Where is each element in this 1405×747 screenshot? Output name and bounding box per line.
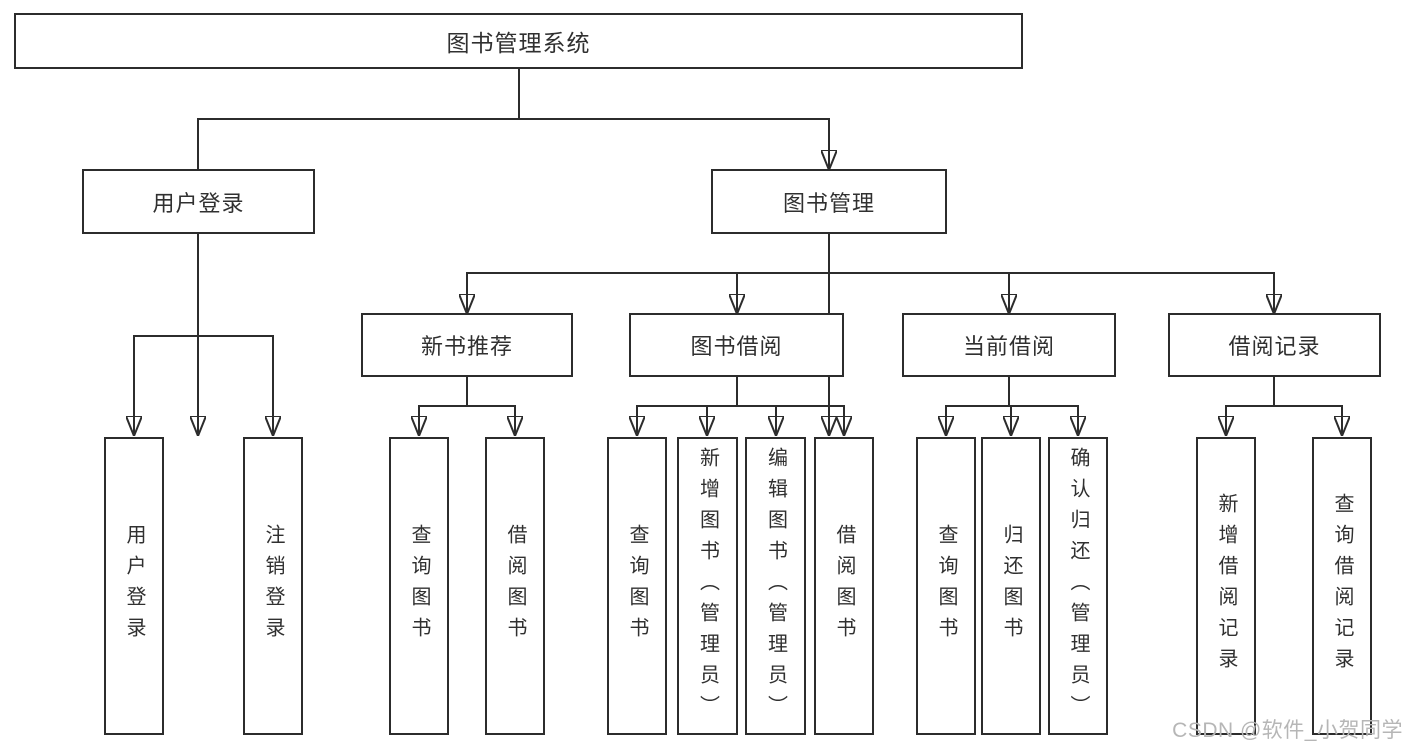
user-login-connector — [133, 234, 274, 433]
leaf-br-add-record: 新增借阅记录 — [1196, 437, 1256, 735]
leaf-cb-confirm-return-admin: 确认归还（管理员） — [1048, 437, 1108, 735]
leaf-cb-return-books: 归还图书 — [981, 437, 1041, 735]
node-new-book-recommendation: 新书推荐 — [361, 313, 573, 377]
csdn-watermark: CSDN @软件_小贺同学 — [1172, 719, 1403, 742]
leaf-bb-edit-books-admin: 编辑图书（管理员） — [745, 437, 806, 735]
leaf-nbr-query-books: 查询图书 — [389, 437, 449, 735]
current-borrow-connector — [945, 377, 1079, 433]
leaf-nbr-borrow-books: 借阅图书 — [485, 437, 545, 735]
node-root-library-system: 图书管理系统 — [14, 13, 1023, 69]
root-connector — [197, 69, 830, 433]
borrow-records-connector — [1225, 377, 1343, 433]
node-book-borrowing: 图书借阅 — [629, 313, 844, 377]
leaf-logout: 注销登录 — [243, 437, 303, 735]
node-book-management: 图书管理 — [711, 169, 947, 234]
leaf-cb-query-books: 查询图书 — [916, 437, 976, 735]
node-user-login: 用户登录 — [82, 169, 315, 234]
leaf-br-query-record: 查询借阅记录 — [1312, 437, 1372, 735]
leaf-bb-add-books-admin: 新增图书（管理员） — [677, 437, 738, 735]
leaf-bb-query-books: 查询图书 — [607, 437, 667, 735]
new-book-rec-connector — [418, 377, 516, 433]
node-current-borrowing: 当前借阅 — [902, 313, 1116, 377]
leaf-user-login: 用户登录 — [104, 437, 164, 735]
leaf-bb-borrow-books: 借阅图书 — [814, 437, 874, 735]
book-management-connector — [466, 234, 1275, 311]
node-borrowing-records: 借阅记录 — [1168, 313, 1381, 377]
book-borrow-connector — [636, 377, 845, 433]
